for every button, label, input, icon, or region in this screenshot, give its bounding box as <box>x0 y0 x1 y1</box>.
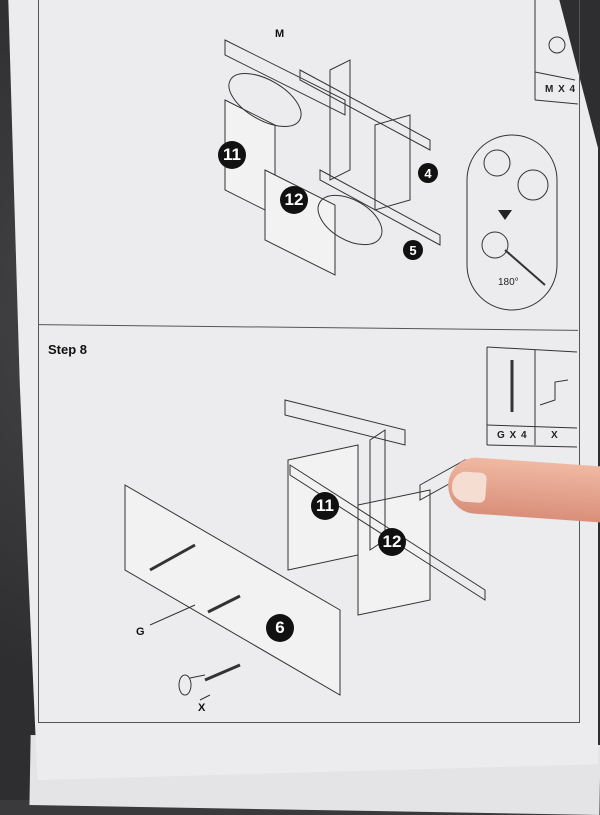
step7-drawing <box>224 39 441 276</box>
hardware-box-g-x <box>486 346 578 448</box>
part-number-5: 5 <box>403 240 423 260</box>
panel-number-12: 12 <box>378 528 406 556</box>
panel-number-11: 11 <box>218 141 246 169</box>
key-label-x: X <box>198 702 206 714</box>
hardware-label-x: X <box>551 430 559 441</box>
hardware-box-m <box>534 0 579 105</box>
part-number-4: 4 <box>418 163 438 183</box>
step-title: Step 8 <box>48 342 88 357</box>
panel-number-6: 6 <box>266 614 294 642</box>
panel-number-11: 11 <box>311 492 339 520</box>
hardware-count-g: G X 4 <box>497 430 528 441</box>
part-label-m: M <box>275 28 285 40</box>
instruction-frame <box>38 0 580 723</box>
fingernail <box>450 470 488 504</box>
step8-drawing <box>124 399 486 701</box>
screw-label-g: G <box>136 626 145 638</box>
hardware-count-m: M X 4 <box>545 84 577 95</box>
panel-number-12: 12 <box>280 186 308 214</box>
rotation-label: 180° <box>498 277 519 288</box>
cam-lock-inset <box>466 134 558 311</box>
